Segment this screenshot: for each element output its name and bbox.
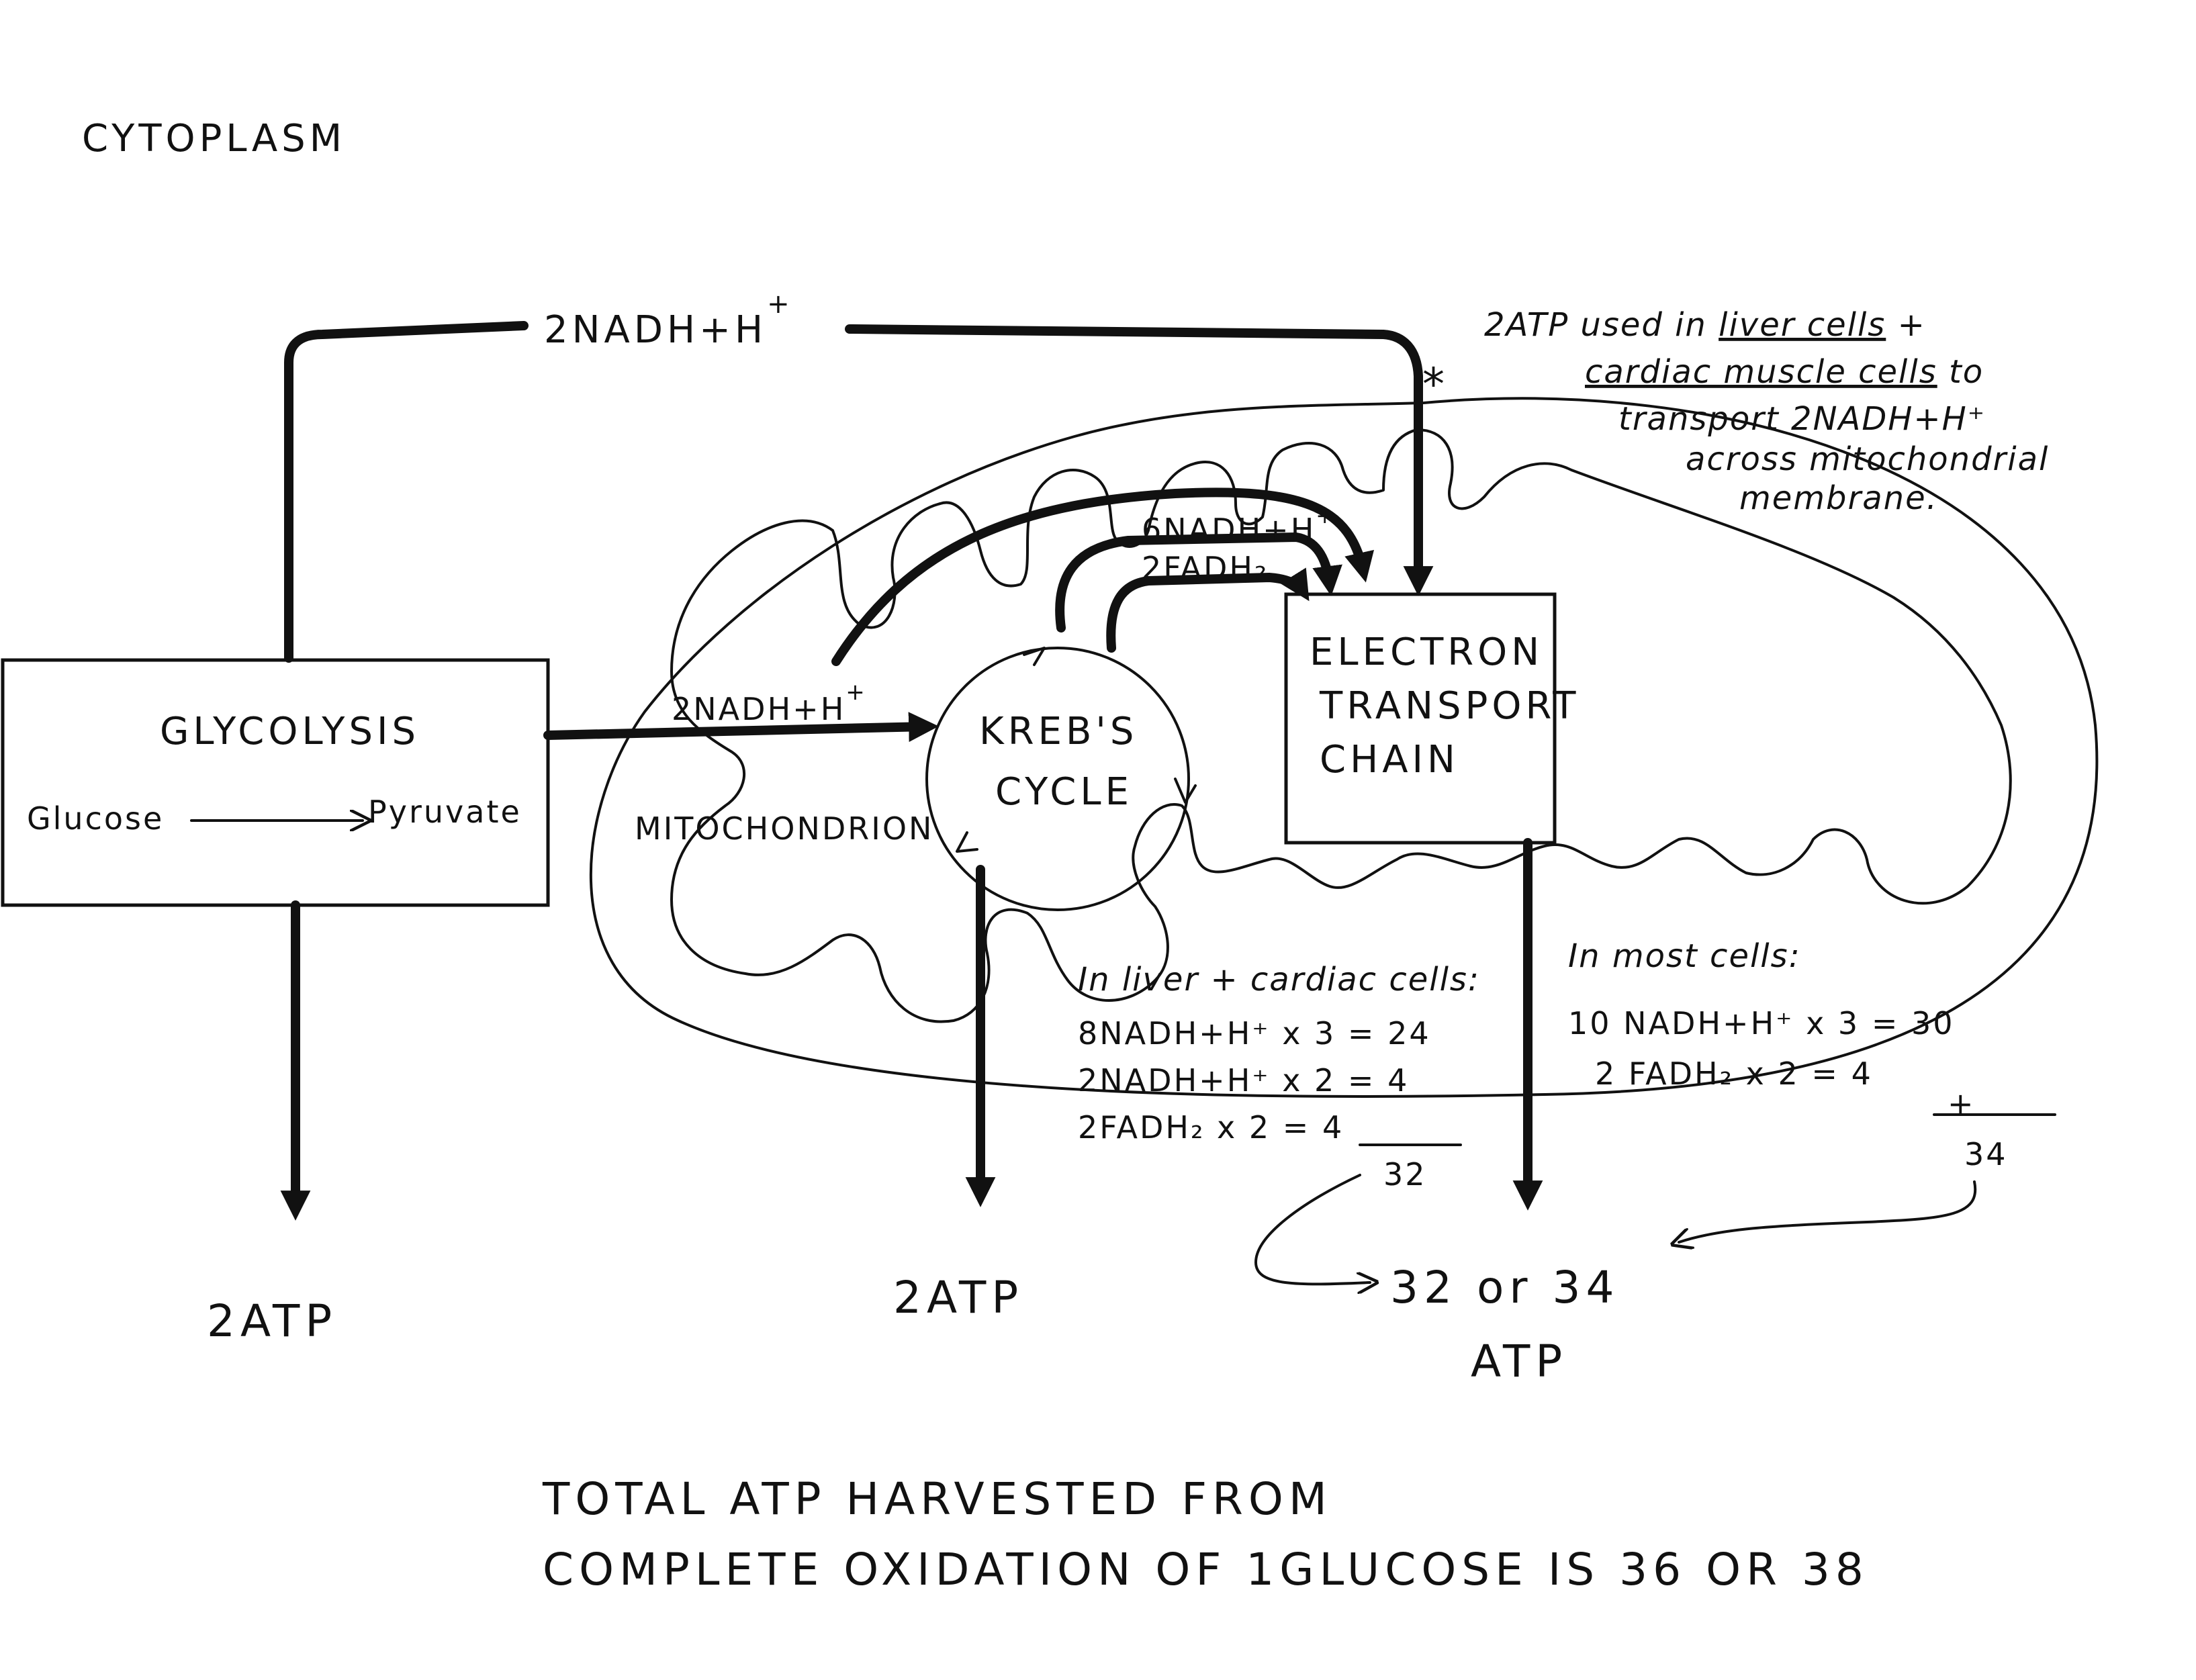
cytoplasmic-nadh-arrow [284, 321, 529, 663]
etc-label-line1: ELECTRON [1310, 631, 1543, 674]
etc-label-line3: CHAIN [1320, 738, 1459, 782]
glycolysis-atp-label: 2ATP [207, 1295, 337, 1347]
pyruvate-to-krebs-arrow [543, 712, 939, 743]
svg-text:In liver + cardiac cells:: In liver + cardiac cells: [1078, 961, 1480, 998]
krebs-cycle-label-line1: KREB'S [979, 710, 1138, 753]
cytoplasm-label: CYTOPLASM [82, 117, 346, 160]
total-atp-label-line2: ATP [1471, 1336, 1567, 1387]
krebs-cycle-label-line2: CYCLE [995, 770, 1133, 814]
svg-text:membrane.: membrane. [1739, 479, 1938, 517]
liver-calc-row-2: 2NADH+H⁺ x 2 = 4 [1078, 1062, 1409, 1099]
asterisk: * [1422, 359, 1450, 410]
krebs-fadh-arrow [1106, 567, 1310, 653]
etc-label-line2: TRANSPORT [1319, 684, 1580, 728]
krebs-cycle-circle [925, 647, 1190, 911]
liver-transport-note: 2ATP used in liver cells + cardiac muscl… [1484, 306, 2049, 517]
krebs-nadh-arrow [1055, 532, 1342, 633]
most-calc-total: 34 [1964, 1136, 2008, 1172]
cytoplasmic-nadh-arrow-right [845, 324, 1434, 596]
glycolysis-box [1, 658, 550, 907]
krebs-fadh-label: 2FADH₂ [1142, 550, 1269, 586]
svg-text:across mitochondrial: across mitochondrial [1686, 440, 2049, 478]
liver-cardiac-calculation: In liver + cardiac cells: 8NADH+H⁺ x 3 =… [1078, 961, 1480, 1193]
liver-calc-row-3: 2FADH₂ x 2 = 4 [1078, 1109, 1344, 1146]
mitochondrion-label: MITOCHONDRION [635, 810, 933, 847]
most-calc-row-2: 2 FADH₂ x 2 = 4 [1595, 1056, 1873, 1092]
svg-text:2ATP used in liver cells +: 2ATP used in liver cells + [1484, 306, 1926, 344]
footer-line-2: COMPLETE OXIDATION OF 1GLUCOSE IS 36 OR … [543, 1544, 1869, 1595]
krebs-cycle-arrow-top [1023, 647, 1046, 666]
pyruvate-label: Pyruvate [368, 794, 522, 830]
svg-text:In most cells:: In most cells: [1568, 937, 1801, 975]
krebs-atp-label: 2ATP [893, 1272, 1023, 1323]
svg-text:cardiac muscle cells to: cardiac muscle cells to [1585, 353, 1984, 391]
most-calc-plus: + [1948, 1086, 1976, 1122]
cytoplasmic-nadh-label: 2NADH+H+ [544, 289, 794, 352]
svg-text:transport 2NADH+H⁺: transport 2NADH+H⁺ [1618, 400, 1986, 438]
mitochondrial-nadh-label: 2NADH+H+ [672, 679, 867, 727]
most-calc-row-1: 10 NADH+H⁺ x 3 = 30 [1568, 1005, 1955, 1041]
liver-calc-total: 32 [1383, 1156, 1427, 1193]
total-atp-label-line1: 32 or 34 [1390, 1262, 1619, 1313]
glycolysis-label: GLYCOLYSIS [160, 710, 420, 753]
footer-line-1: TOTAL ATP HARVESTED FROM [542, 1473, 1332, 1525]
most-total-pointer [1679, 1180, 1977, 1242]
krebs-cycle-arrow-right [1174, 778, 1197, 804]
most-cells-calculation: In most cells: 10 NADH+H⁺ x 3 = 30 2 FAD… [1568, 937, 2056, 1172]
mitochondrial-nadh-to-etc-arrow [831, 487, 1375, 666]
liver-calc-row-1: 8NADH+H⁺ x 3 = 24 [1078, 1015, 1431, 1052]
krebs-cycle-arrow-bottom [956, 831, 978, 853]
glucose-label: Glucose [27, 800, 164, 837]
krebs-nadh-label: 6NADH+H+ [1142, 503, 1336, 548]
liver-total-pointer [1254, 1174, 1370, 1284]
